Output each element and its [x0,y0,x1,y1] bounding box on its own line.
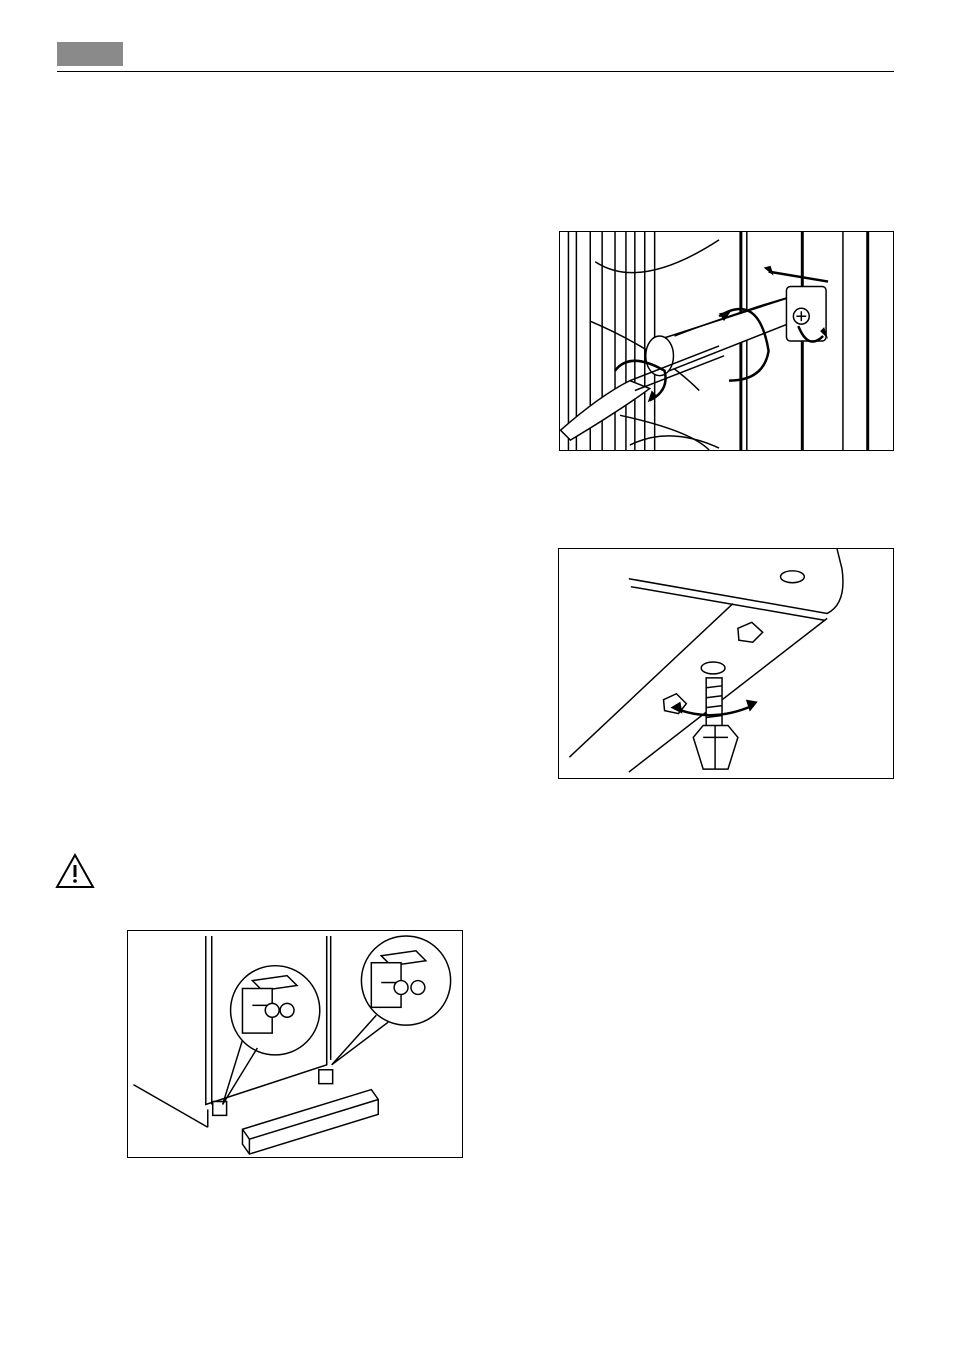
figure-plinth-brackets [127,930,463,1158]
screwdriver-rail-illustration [560,232,893,450]
plinth-illustration [128,931,462,1157]
warning-triangle-icon [54,852,96,890]
figure-shelf-rail [559,231,894,451]
figure-adjustable-foot [558,548,894,779]
section-tab [57,42,123,66]
header-rule [57,71,894,72]
foot-bolt-illustration [559,549,893,778]
